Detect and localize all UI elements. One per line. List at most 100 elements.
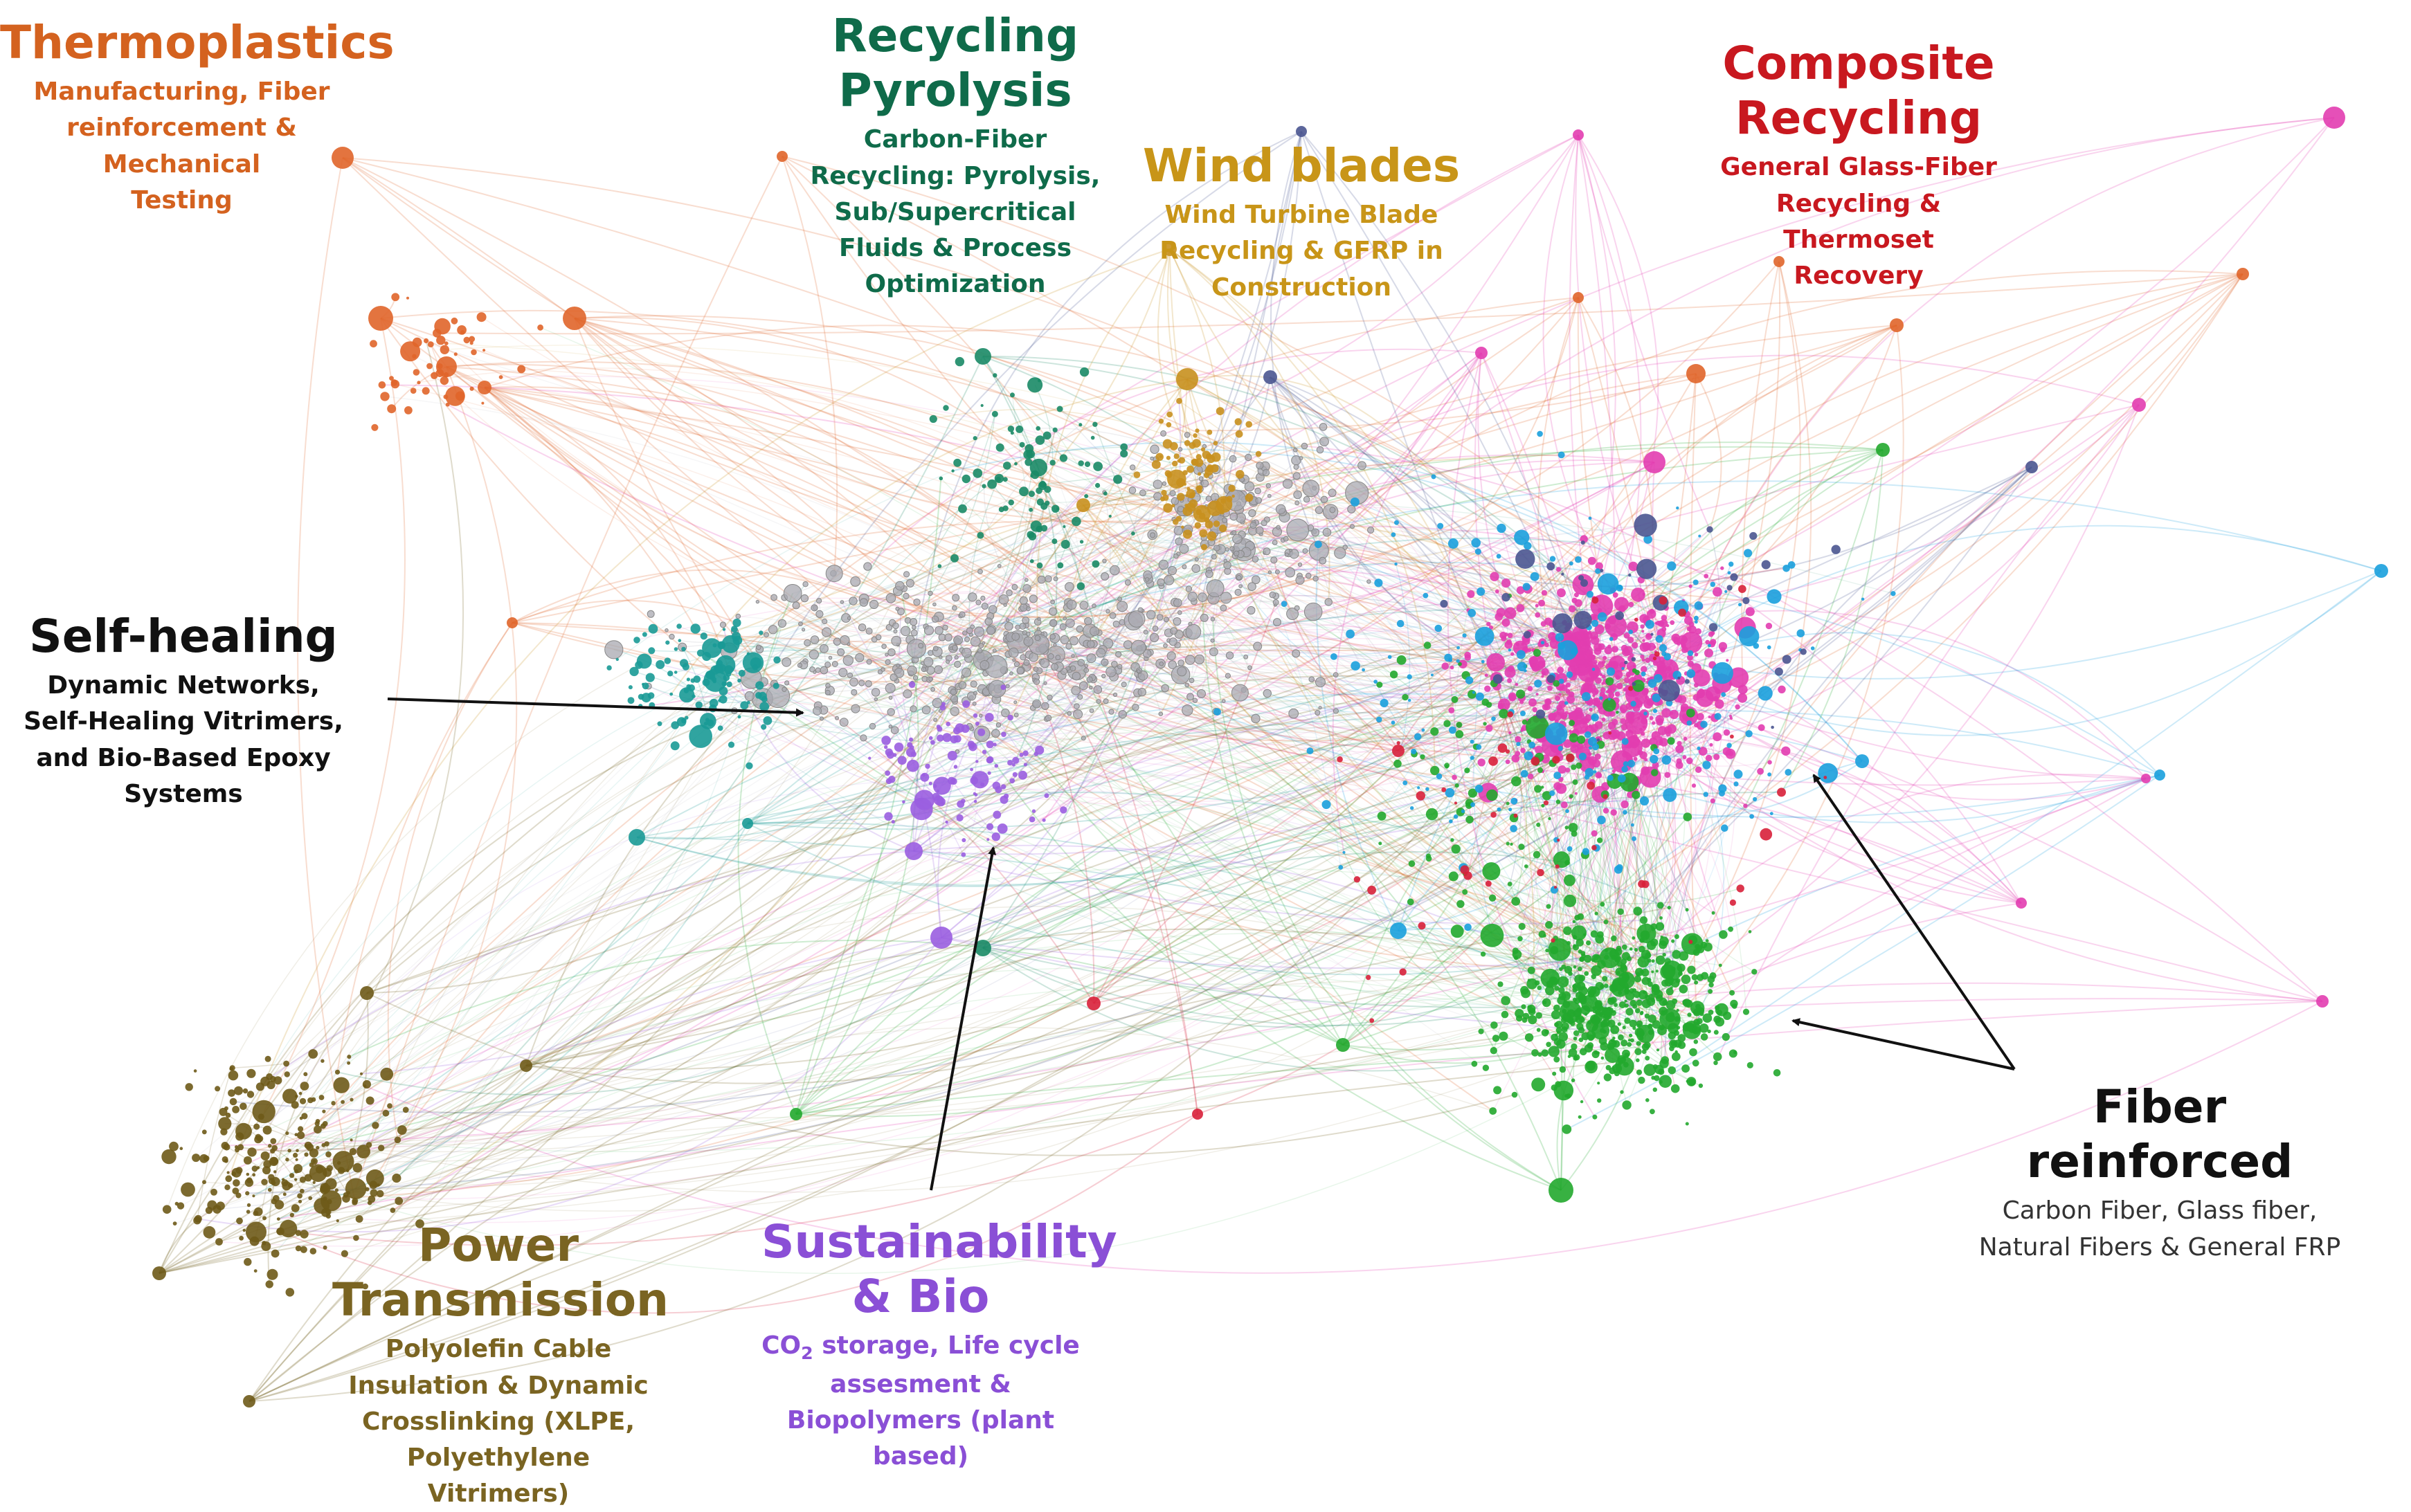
graph-node bbox=[1324, 598, 1333, 606]
graph-edge bbox=[966, 644, 1582, 705]
graph-node bbox=[802, 581, 809, 588]
graph-edge bbox=[1463, 637, 1560, 868]
graph-node bbox=[1095, 482, 1101, 489]
graph-edge bbox=[1340, 866, 1619, 960]
graph-edge bbox=[782, 156, 1697, 1013]
graph-node bbox=[1644, 758, 1648, 762]
graph-edge bbox=[1132, 455, 1177, 534]
graph-node bbox=[1620, 644, 1628, 652]
graph-node bbox=[1787, 561, 1796, 569]
graph-node bbox=[262, 1125, 272, 1135]
graph-node bbox=[1115, 650, 1122, 658]
graph-node bbox=[1584, 1044, 1593, 1053]
graph-node bbox=[1139, 489, 1146, 497]
graph-node bbox=[1060, 806, 1067, 814]
graph-node bbox=[1086, 653, 1096, 664]
graph-node bbox=[1557, 641, 1566, 650]
graph-node bbox=[252, 1173, 256, 1177]
graph-edge bbox=[1105, 493, 1488, 794]
graph-edge bbox=[1515, 273, 2243, 951]
graph-node bbox=[1034, 635, 1041, 641]
graph-node bbox=[1665, 987, 1674, 996]
thermoplastics-subtitle-line: Manufacturing, Fiber bbox=[33, 78, 330, 107]
graph-node bbox=[1022, 750, 1029, 756]
graph-edge bbox=[1713, 693, 2147, 779]
graph-node bbox=[953, 735, 961, 743]
graph-edge bbox=[995, 691, 1143, 734]
graph-edge bbox=[1303, 446, 1638, 912]
graph-node bbox=[1319, 423, 1328, 431]
graph-node bbox=[225, 1175, 233, 1183]
graph-node bbox=[1531, 1049, 1539, 1057]
graph-node bbox=[1643, 714, 1647, 719]
graph-node bbox=[1627, 717, 1634, 724]
graph-edge bbox=[1003, 786, 1562, 1045]
graph-node bbox=[297, 1193, 302, 1199]
graph-edge bbox=[310, 866, 1621, 1101]
graph-node bbox=[975, 721, 979, 726]
graph-node bbox=[1072, 516, 1081, 527]
graph-edge bbox=[1749, 733, 2147, 801]
graph-node bbox=[289, 1173, 295, 1178]
graph-node bbox=[299, 1116, 303, 1120]
graph-node bbox=[991, 410, 998, 417]
graph-node bbox=[1463, 871, 1472, 880]
graph-node bbox=[331, 1101, 336, 1106]
graph-edge bbox=[1089, 679, 1566, 736]
graph-node bbox=[1450, 838, 1454, 842]
graph-node bbox=[1011, 583, 1018, 590]
graph-node bbox=[742, 818, 753, 829]
graph-node bbox=[1501, 996, 1510, 1005]
sustainability-bio-subtitle-line: assesment & bbox=[830, 1370, 1011, 1399]
graph-node bbox=[1725, 749, 1736, 759]
graph-node bbox=[1623, 761, 1629, 767]
graph-node bbox=[1047, 653, 1054, 659]
graph-node bbox=[2154, 769, 2165, 781]
graph-edge bbox=[159, 707, 1136, 1274]
graph-node bbox=[334, 1069, 341, 1075]
graph-edge bbox=[359, 690, 1647, 1223]
power-transmission-subtitle-line: Polyolefin Cable bbox=[385, 1335, 612, 1364]
graph-edge bbox=[1093, 602, 1277, 1004]
graph-node bbox=[1315, 540, 1322, 549]
graph-node bbox=[1645, 1055, 1650, 1061]
graph-node bbox=[215, 1086, 221, 1092]
graph-node bbox=[1040, 658, 1050, 668]
graph-node bbox=[1464, 767, 1470, 774]
graph-node bbox=[1543, 800, 1549, 805]
graph-node bbox=[1639, 916, 1648, 924]
graph-edge bbox=[1083, 504, 1543, 935]
graph-edge bbox=[1592, 722, 1690, 960]
graph-node bbox=[1607, 774, 1614, 781]
graph-node bbox=[1557, 839, 1560, 842]
graph-edge bbox=[1270, 376, 1548, 646]
graph-node bbox=[336, 1160, 341, 1165]
graph-node bbox=[332, 1151, 354, 1173]
graph-node bbox=[995, 443, 1004, 452]
graph-edge bbox=[923, 661, 1042, 776]
graph-node bbox=[1302, 548, 1308, 554]
graph-node bbox=[1521, 719, 1528, 725]
graph-node bbox=[1623, 632, 1630, 639]
graph-edge bbox=[995, 711, 1112, 745]
graph-node bbox=[678, 639, 682, 642]
graph-node bbox=[1486, 621, 1491, 626]
graph-node bbox=[885, 748, 893, 756]
graph-node bbox=[1591, 667, 1596, 671]
graph-edge bbox=[1249, 446, 1884, 488]
graph-node bbox=[820, 716, 824, 721]
graph-node bbox=[1496, 554, 1501, 559]
graph-edge bbox=[1123, 453, 1575, 653]
graph-node bbox=[1042, 431, 1051, 440]
graph-node bbox=[1020, 654, 1027, 661]
graph-edge bbox=[795, 827, 1574, 1115]
graph-edge bbox=[1255, 522, 1554, 941]
graph-edge bbox=[233, 466, 2032, 1113]
graph-node bbox=[1535, 693, 1539, 696]
graph-node bbox=[1338, 865, 1344, 870]
graph-node bbox=[968, 592, 977, 602]
graph-edge bbox=[237, 538, 1584, 1151]
graph-node bbox=[1558, 693, 1562, 696]
graph-node bbox=[714, 664, 723, 674]
graph-edge bbox=[1608, 774, 2147, 1010]
